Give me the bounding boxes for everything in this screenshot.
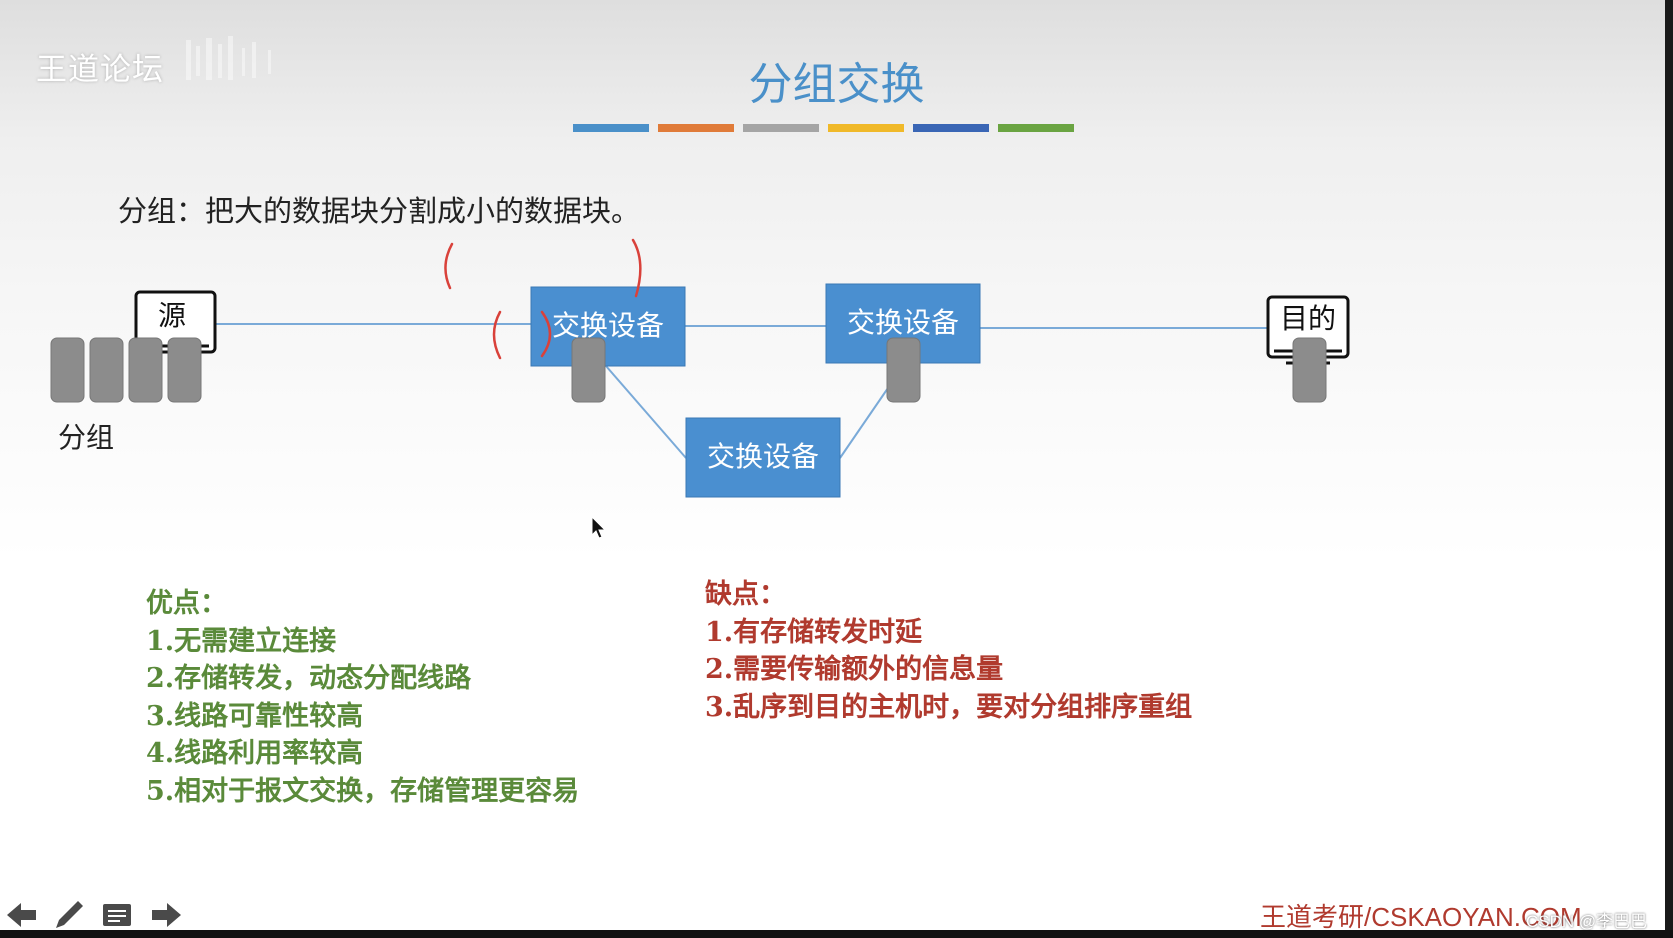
advantages-list: 优点： 1.无需建立连接 2.存储转发，动态分配线路 3.线路可靠性较高 4.线… (146, 585, 579, 810)
mouse-cursor-icon (591, 516, 607, 539)
disadvantages-list: 缺点： 1.有存储转发时延 2.需要传输额外的信息量 3.乱序到目的主机时，要对… (705, 576, 1192, 726)
switch-2-label: 交换设备 (847, 306, 959, 339)
advantage-item: 4.线路利用率较高 (146, 738, 364, 769)
packet (89, 337, 124, 403)
packet-definition: 分组：把大的数据块分割成小的数据块。 (118, 194, 641, 228)
link-switch3-switch2 (839, 387, 889, 459)
advantages-heading: 优点： (146, 588, 227, 619)
packet (167, 337, 202, 403)
packet (886, 337, 921, 403)
color-bar-6 (998, 124, 1074, 132)
frame-edge-right (1665, 0, 1673, 938)
advantage-item: 3.线路可靠性较高 (146, 700, 364, 732)
packet (1292, 337, 1327, 403)
title-color-bar (573, 124, 1083, 132)
advantage-item: 5.相对于报文交换，存储管理更容易 (146, 775, 580, 807)
disadvantages-heading: 缺点： (705, 579, 786, 610)
color-bar-5 (913, 124, 989, 132)
arrow-left-icon[interactable] (5, 898, 39, 932)
switch-3-label: 交换设备 (707, 440, 819, 473)
pen-icon[interactable] (52, 898, 86, 932)
disadvantage-item: 2.需要传输额外的信息量 (705, 654, 1004, 685)
advantage-item: 1.无需建立连接 (146, 625, 337, 657)
color-bar-3 (743, 124, 819, 132)
color-bar-1 (573, 124, 649, 132)
color-bar-2 (658, 124, 734, 132)
packet (571, 337, 606, 403)
footer-brand: 王道考研/CSKAOYAN.COM (1260, 902, 1582, 932)
disadvantage-item: 1.有存储转发时延 (705, 616, 923, 648)
logo-mark-icon (186, 36, 271, 80)
forum-logo: 王道论坛 (36, 52, 164, 88)
csdn-watermark: CSDN @李巴巴 (1526, 912, 1648, 931)
switch-3: 交换设备 (685, 417, 841, 498)
color-bar-4 (828, 124, 904, 132)
link-switch1-switch3 (605, 365, 687, 459)
arrow-right-icon[interactable] (149, 898, 183, 932)
packets-label: 分组 (58, 421, 114, 454)
switch-1-label: 交换设备 (552, 309, 664, 342)
slide-menu-icon[interactable] (100, 898, 134, 932)
advantage-item: 2.存储转发，动态分配线路 (146, 663, 472, 694)
packet (128, 337, 163, 403)
source-packets (50, 337, 202, 403)
destination-label: 目的 (1280, 302, 1336, 335)
red-pen-annotations (444, 238, 642, 360)
packet (50, 337, 85, 403)
switch-1: 交换设备 (530, 286, 686, 367)
frame-edge-bottom (0, 930, 1673, 938)
source-label: 源 (158, 299, 186, 332)
disadvantage-item: 3.乱序到目的主机时，要对分组排序重组 (705, 691, 1193, 723)
slide-title: 分组交换 (748, 59, 925, 110)
